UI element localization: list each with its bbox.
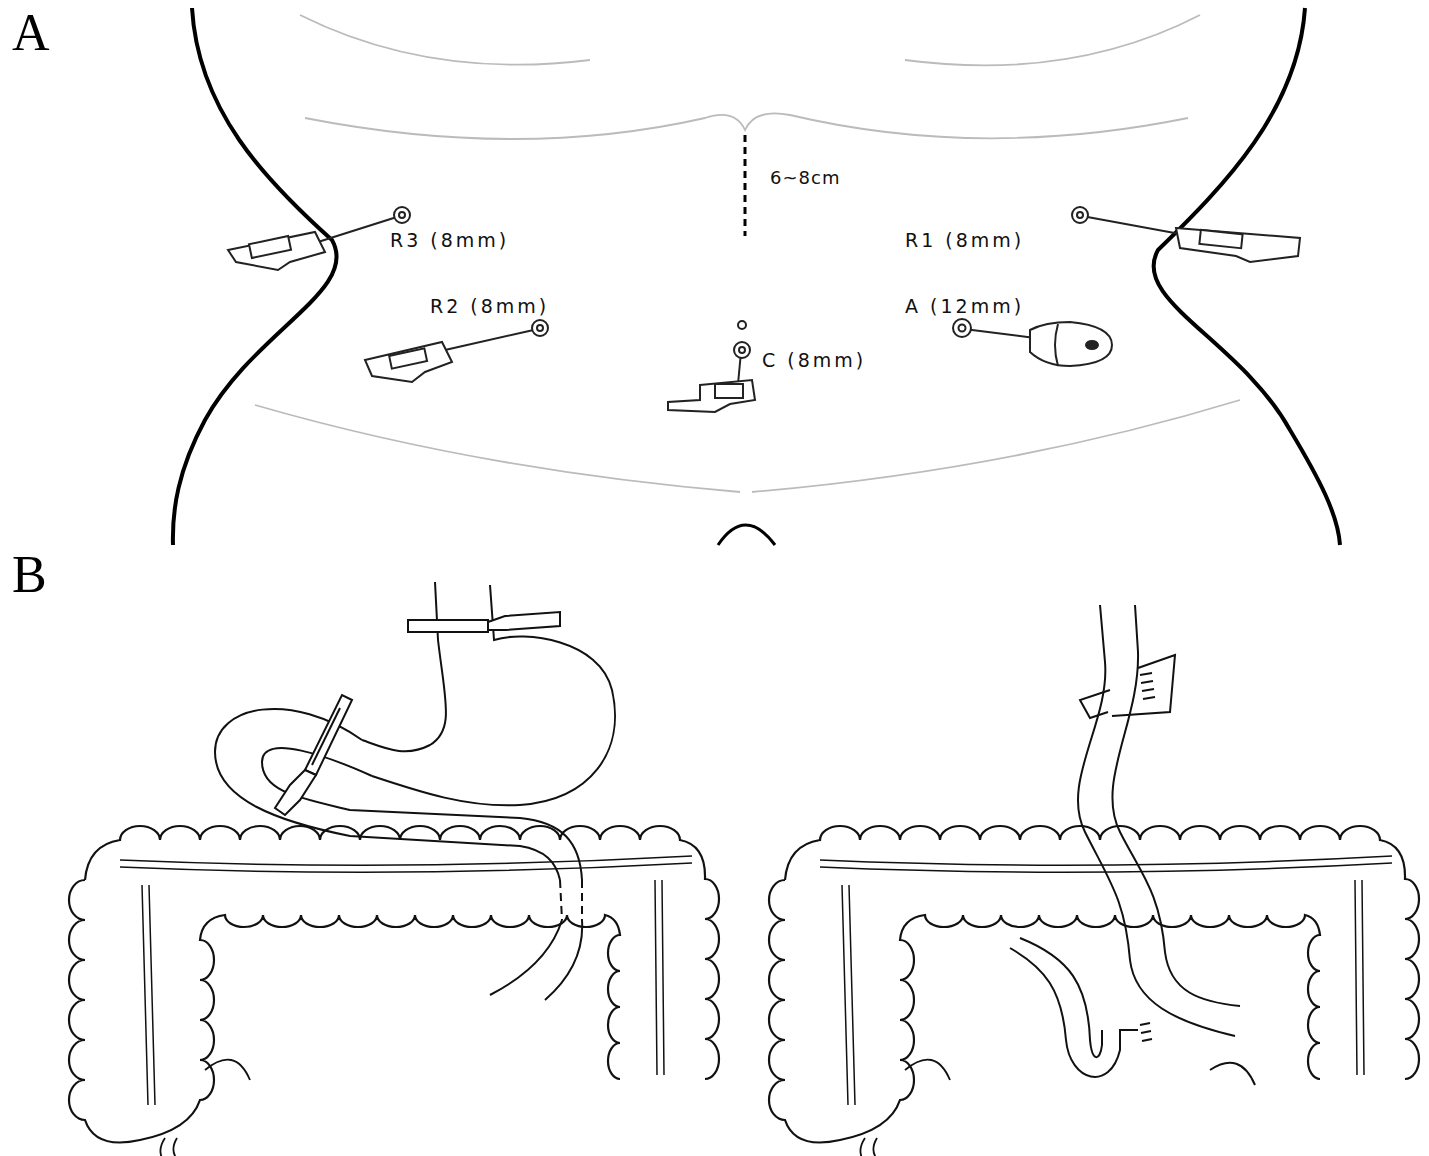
port-label: R3 (8mm) [390,230,509,251]
trocars [228,207,1300,412]
stomach-and-jejunum [215,582,615,1000]
panel-letter: B [12,546,47,603]
pubic-mark [718,525,775,545]
roux-en-y-reconstruction [1010,605,1255,1085]
port-label: A (12mm) [905,296,1024,317]
staplers [275,612,560,815]
port-label: R2 (8mm) [430,296,549,317]
torso-outline [173,8,1340,545]
port-label: C (8mm) [762,350,866,371]
dimension-line [744,135,747,236]
port-label: R1 (8mm) [905,230,1024,251]
dimension-label: 6~8cm [770,168,840,188]
colon-right [769,826,1419,1156]
panel-letter: A [12,4,50,61]
body-contours [255,15,1240,492]
colon-left [69,826,719,1156]
